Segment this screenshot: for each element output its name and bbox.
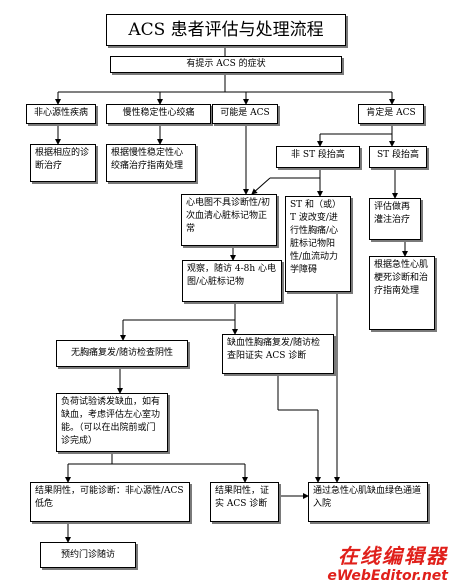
chronic-treatment-box: 根据慢性稳定性心绞痛治疗指南处理 (106, 144, 196, 182)
watermark-english: eWebEditor.net (327, 568, 448, 584)
definite-acs-box: 肯定是 ACS (358, 104, 424, 124)
st-elevation-box: ST 段抬高 (369, 146, 427, 168)
symptom-box: 有提示 ACS 的症状 (110, 56, 342, 73)
no-recurrence-box: 无胸痛复发/随访检查阴性 (56, 340, 188, 367)
noncardiac-treatment-box: 根据相应的诊断治疗 (30, 144, 96, 182)
noncardiac-box: 非心源性疾病 (26, 104, 96, 124)
st-t-changes-box: ST 和（或）T 波改变/进行性胸痛/心脏标记物阳性/血流动力学障碍 (285, 196, 351, 292)
reperfusion-box: 评估做再灌注治疗 (369, 198, 421, 240)
stress-test-box: 负荷试验诱发缺血，如有缺血，考虑评估左心室功能。（可以在出院前或门诊完成） (56, 393, 168, 452)
negative-result-box: 结果阴性，可能诊断：非心源性/ACS 低危 (30, 482, 190, 522)
ecg-nondiagnostic-box: 心电图不具诊断性/初次血清心脏标记物正常 (181, 194, 277, 246)
possible-acs-box: 可能是 ACS (212, 104, 278, 124)
observe-box: 观察，随访 4-8h 心电图/心脏标记物 (182, 260, 282, 302)
chronic-angina-box: 慢性稳定性心绞痛 (106, 104, 211, 124)
flowchart-title: ACS 患者评估与处理流程 (106, 14, 346, 46)
non-st-elevation-box: 非 ST 段抬高 (276, 146, 360, 168)
mi-guideline-box: 根据急性心肌梗死诊断和治疗指南处理 (369, 256, 435, 330)
ischemic-recurrence-box: 缺血性胸痛复发/随访检查阳证实 ACS 诊断 (222, 334, 334, 374)
green-channel-box: 通过急性心肌缺血绿色通道入院 (308, 482, 428, 522)
watermark-chinese: 在线编辑器 (338, 544, 448, 568)
watermark-logo: 在线编辑器 eWebEditor.net (327, 544, 448, 584)
followup-box: 预约门诊随访 (40, 542, 136, 568)
positive-result-box: 结果阳性，证实 ACS 诊断 (210, 482, 279, 522)
